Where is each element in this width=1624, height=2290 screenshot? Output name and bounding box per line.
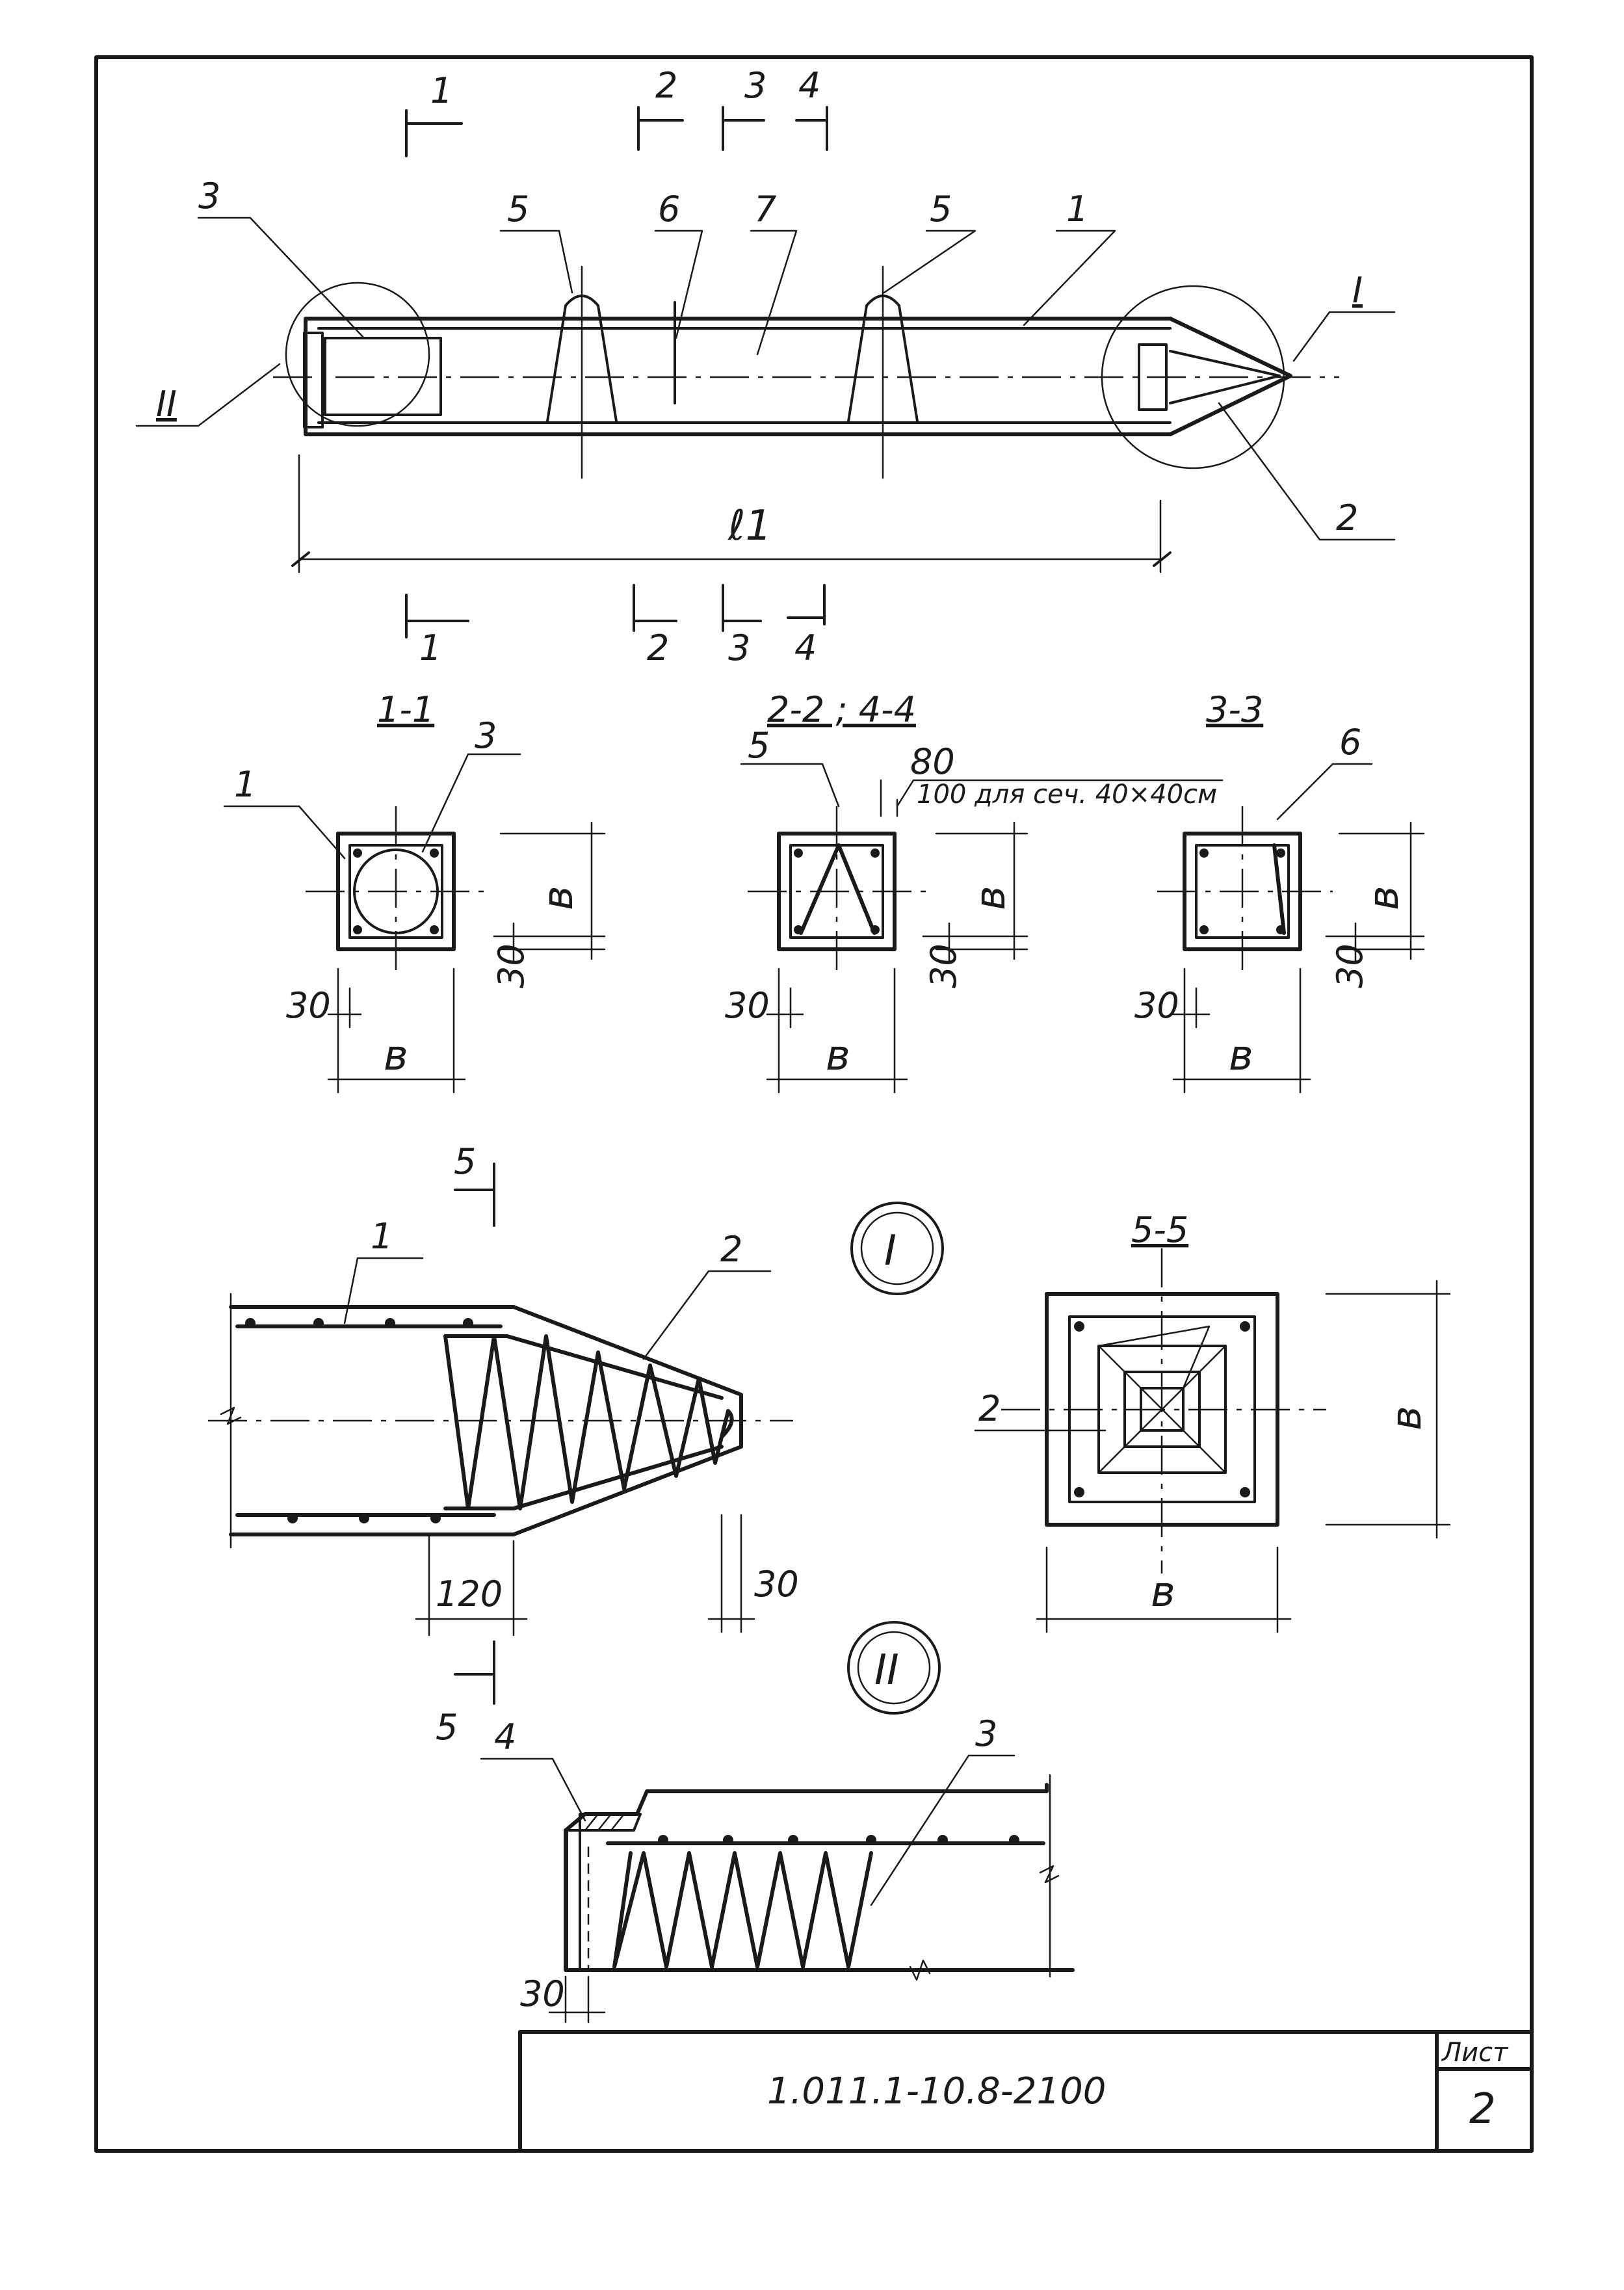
- section-5-5-dim-b-h: в: [1151, 1568, 1175, 1616]
- callout-detail-II: II: [156, 384, 177, 425]
- detail-II-label: II: [874, 1646, 899, 1694]
- sheet-number: 2: [1469, 2085, 1496, 2133]
- callout-6: 6: [658, 189, 680, 230]
- section-2-2-dim-30-v: 30: [923, 943, 964, 988]
- detail-II-callout-3: 3: [975, 1713, 997, 1754]
- section-1-1-dim-b-v: в: [534, 886, 583, 910]
- section-3-3-title: 3-3: [1206, 689, 1263, 730]
- section-1-1-title: 1-1: [377, 689, 434, 730]
- section-3-3-dim-b-h: в: [1229, 1032, 1253, 1080]
- section-1-1-dim-30-v: 30: [491, 943, 532, 988]
- callout-detail-I: I: [1352, 270, 1363, 311]
- mark-top-2: 2: [655, 65, 677, 106]
- section-1-1-dim-30-h: 30: [286, 985, 331, 1026]
- detail-I-dim-120: 120: [436, 1573, 503, 1614]
- section-3-3: 3-3 6 в 30 30 в: [1134, 689, 1425, 1094]
- section-5-5-title: 5-5: [1131, 1209, 1188, 1250]
- detail-II-dim-30: 30: [520, 1973, 565, 2014]
- section-1-1: 1-1 1 3 в 30 30 в: [223, 689, 606, 1094]
- mark-top-1: 1: [430, 70, 452, 111]
- detail-I: 5 5 1 2 120 30 I: [208, 1141, 944, 1748]
- title-block: 1.011.1-10.8-2100 Лист 2: [518, 2030, 1534, 2153]
- callout-5-right: 5: [930, 189, 952, 230]
- section-1-1-callout-1: 1: [234, 764, 256, 805]
- section-2-2-dim-30-h: 30: [725, 985, 770, 1026]
- section-5-5-dim-b-v: в: [1383, 1406, 1431, 1430]
- callout-1: 1: [1066, 189, 1088, 230]
- section-3-3-dim-30-h: 30: [1134, 985, 1179, 1026]
- mark-top-4: 4: [798, 65, 820, 106]
- section-3-3-callout-6: 6: [1339, 722, 1361, 763]
- detail-I-label: I: [884, 1227, 897, 1275]
- callout-3: 3: [198, 176, 220, 217]
- section-3-3-dim-b-v: в: [1360, 886, 1408, 910]
- detail-I-callout-2: 2: [720, 1229, 742, 1270]
- detail-II: II 4 3 30: [480, 1621, 1075, 2023]
- callout-2: 2: [1336, 497, 1358, 538]
- drawing-code: 1.011.1-10.8-2100: [767, 2070, 1106, 2112]
- section-2-2: 2-2 ; 4-4 5 80 100 для сеч. 40×40см в 30…: [725, 689, 1224, 1094]
- mark-bottom-3: 3: [728, 627, 750, 668]
- section-5-5: 5-5 2 в в: [974, 1209, 1451, 1633]
- section-1-1-dim-b-h: в: [384, 1032, 408, 1080]
- sheet-frame: [94, 55, 1534, 2153]
- section-2-2-dim-b-h: в: [826, 1032, 850, 1080]
- detail-I-mark-5-top: 5: [454, 1141, 476, 1182]
- section-3-3-dim-30-v: 30: [1329, 943, 1370, 988]
- section-marks-bottom: 1 2 3 4: [405, 584, 826, 668]
- section-5-5-callout-2: 2: [978, 1388, 1001, 1429]
- section-2-2-note-text: 100 для сеч. 40×40см: [917, 780, 1217, 809]
- section-2-2-note-80: 80: [910, 741, 955, 782]
- length-label: ℓ1: [727, 502, 772, 550]
- section-2-2-title: 2-2 ; 4-4: [767, 689, 916, 730]
- section-marks-top: 1 2 3 4: [405, 65, 828, 157]
- section-2-2-callout-5: 5: [748, 725, 770, 766]
- detail-I-mark-5-bottom: 5: [436, 1707, 458, 1748]
- mark-top-3: 3: [744, 65, 766, 106]
- detail-II-callout-4: 4: [494, 1717, 516, 1757]
- mark-bottom-4: 4: [794, 627, 817, 668]
- detail-I-dim-30: 30: [754, 1564, 799, 1605]
- detail-I-callout-1: 1: [371, 1216, 393, 1257]
- mark-bottom-1: 1: [419, 627, 441, 668]
- mark-bottom-2: 2: [647, 627, 669, 668]
- section-2-2-dim-b-v: в: [967, 886, 1015, 910]
- callout-5-left: 5: [507, 189, 529, 230]
- callout-7: 7: [754, 189, 776, 230]
- section-1-1-callout-3: 3: [475, 715, 497, 756]
- sheet-label: Лист: [1441, 2038, 1509, 2068]
- pile-elevation: 3 5 6 7 5 1 I II 2 ℓ1: [135, 176, 1396, 573]
